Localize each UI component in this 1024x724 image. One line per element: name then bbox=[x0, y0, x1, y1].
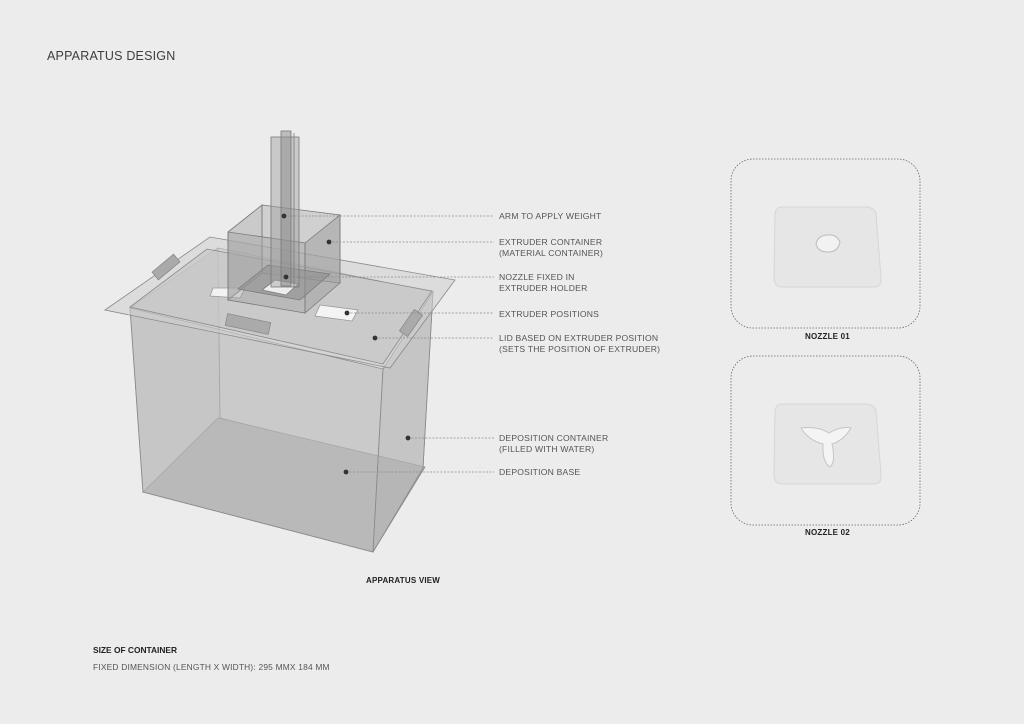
callout-text: DEPOSITION BASE bbox=[499, 467, 581, 477]
nozzle-02-shape bbox=[773, 403, 882, 485]
callout-text: EXTRUDER CONTAINER bbox=[499, 237, 603, 247]
callout-arm: ARM TO APPLY WEIGHT bbox=[499, 211, 602, 222]
callout-text: ARM TO APPLY WEIGHT bbox=[499, 211, 602, 221]
apparatus-caption: APPARATUS VIEW bbox=[366, 576, 441, 585]
callout-text: LID BASED ON EXTRUDER POSITION bbox=[499, 333, 659, 343]
size-heading: SIZE OF CONTAINER bbox=[93, 645, 178, 655]
page-title: APPARATUS DESIGN bbox=[47, 49, 176, 63]
callout-text: (MATERIAL CONTAINER) bbox=[499, 248, 604, 258]
callout-deposition-container: DEPOSITION CONTAINER(FILLED WITH WATER) bbox=[499, 433, 608, 455]
callout-text: (FILLED WITH WATER) bbox=[499, 444, 595, 454]
callout-text: DEPOSITION CONTAINER bbox=[499, 433, 609, 443]
lid bbox=[104, 236, 456, 369]
callout-text: (SETS THE POSITION OF EXTRUDER) bbox=[499, 344, 661, 354]
callout-text: EXTRUDER POSITIONS bbox=[499, 309, 600, 319]
callout-extruder-container: EXTRUDER CONTAINER(MATERIAL CONTAINER) bbox=[499, 237, 603, 259]
nozzle-01-frame bbox=[730, 158, 921, 329]
weight-arm bbox=[270, 130, 300, 288]
callout-extruder-positions: EXTRUDER POSITIONS bbox=[499, 309, 599, 320]
callout-lid: LID BASED ON EXTRUDER POSITION(SETS THE … bbox=[499, 333, 660, 355]
callout-text: NOZZLE FIXED IN bbox=[499, 272, 575, 282]
callout-text: EXTRUDER HOLDER bbox=[499, 283, 588, 293]
nozzle-01-label: NOZZLE 01 bbox=[805, 332, 850, 341]
leader-lines bbox=[284, 215, 494, 473]
callout-deposition-base: DEPOSITION BASE bbox=[499, 467, 580, 478]
callout-dots bbox=[281, 213, 411, 475]
extruder-position-slot bbox=[314, 304, 359, 322]
size-value: FIXED DIMENSION (LENGTH X WIDTH): 295 MM… bbox=[93, 662, 330, 672]
nozzle-02-frame bbox=[730, 355, 921, 526]
nozzle-01-shape bbox=[773, 206, 882, 288]
nozzle-02-label: NOZZLE 02 bbox=[805, 528, 850, 537]
